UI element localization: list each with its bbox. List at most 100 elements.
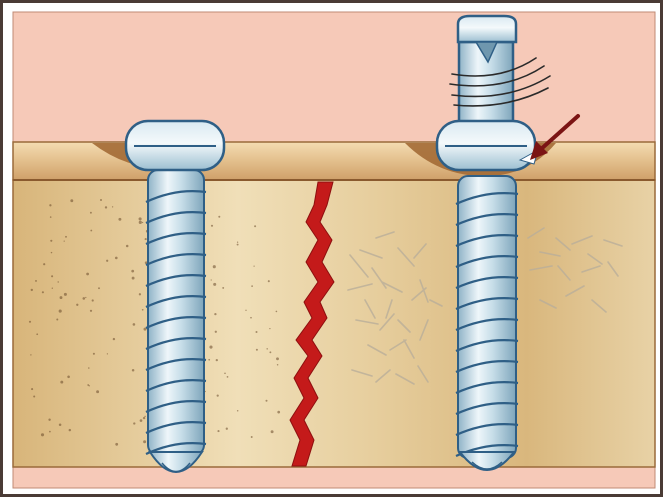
bone-speckle — [139, 217, 142, 220]
bone-speckle — [269, 328, 270, 329]
bone-speckle — [143, 417, 145, 419]
bone-speckle — [64, 241, 65, 242]
bone-speckle — [237, 410, 239, 412]
bone-speckle — [31, 289, 33, 291]
bone-speckle — [126, 245, 129, 248]
bone-speckle — [49, 431, 51, 433]
bone-speckle — [251, 285, 253, 287]
bone-speckle — [139, 293, 141, 295]
bone-speckle — [276, 311, 278, 313]
bone-speckle — [43, 263, 45, 265]
bone-speckle — [142, 222, 143, 223]
bone-speckle — [36, 333, 38, 335]
bone-speckle — [76, 304, 78, 306]
bone-speckle — [271, 430, 274, 433]
bone-speckle — [96, 390, 99, 393]
bone-speckle — [254, 225, 256, 227]
bone-speckle — [33, 395, 35, 397]
bone-speckle — [277, 411, 280, 414]
bone-speckle — [245, 310, 246, 311]
bone-speckle — [92, 299, 94, 301]
bone-speckle — [51, 275, 53, 277]
bone-speckle — [237, 244, 239, 246]
bone-speckle — [222, 287, 224, 289]
bone-speckle — [49, 204, 51, 206]
bone-speckle — [265, 400, 267, 402]
bone-speckle — [211, 279, 212, 280]
bone-speckle — [215, 331, 217, 333]
bone-speckle — [145, 238, 147, 240]
bone-speckle — [93, 353, 95, 355]
bone-speckle — [85, 297, 86, 298]
bone-speckle — [86, 273, 89, 276]
bone-speckle — [83, 297, 86, 300]
bone-speckle — [211, 225, 213, 227]
bone-speckle — [41, 433, 44, 436]
bone-speckle — [52, 288, 53, 289]
bone-speckle — [255, 331, 257, 333]
bone-speckle — [48, 419, 50, 421]
bone-speckle — [98, 287, 100, 289]
bone-speckle — [277, 364, 279, 366]
bone-speckle — [253, 265, 254, 266]
bone-speckle — [132, 277, 135, 280]
bone-speckle — [115, 443, 118, 446]
bone-speckle — [65, 236, 67, 238]
bone-speckle — [140, 419, 143, 422]
bone-speckle — [60, 381, 63, 384]
bone-speckle — [60, 296, 63, 299]
bone-speckle — [218, 216, 220, 218]
bone-speckle — [56, 318, 58, 320]
bone-speckle — [256, 349, 258, 351]
bone-speckle — [87, 384, 89, 386]
bone-speckle — [266, 348, 267, 349]
bone-speckle — [118, 218, 121, 221]
bone-speckle — [31, 388, 33, 390]
bone-speckle — [59, 310, 62, 313]
bone-speckle — [58, 281, 59, 282]
bone-speckle — [143, 440, 146, 443]
bone-speckle — [115, 257, 118, 260]
bone-speckle — [224, 373, 226, 375]
bone-speckle — [139, 221, 142, 224]
bone-speckle — [105, 206, 107, 208]
bone-speckle — [100, 199, 102, 201]
bone-speckle — [90, 212, 92, 214]
bone-speckle — [29, 321, 31, 323]
right-screw-shank — [458, 176, 516, 458]
bone-speckle — [64, 293, 67, 296]
bone-speckle — [50, 240, 52, 242]
bone-speckle — [237, 242, 238, 243]
bone-speckle — [50, 216, 52, 218]
bone-speckle — [276, 357, 279, 360]
bone-speckle — [112, 206, 113, 207]
bone-speckle — [59, 423, 62, 426]
bone-speckle — [133, 323, 136, 326]
bone-speckle — [217, 430, 219, 432]
bone-speckle — [250, 317, 252, 319]
bone-speckle — [30, 354, 31, 355]
bone-speckle — [226, 428, 228, 430]
bone-speckle — [209, 346, 212, 349]
bone-speckle — [70, 199, 73, 202]
bone-speckle — [113, 338, 115, 340]
bone-speckle — [35, 280, 37, 282]
bone-speckle — [131, 270, 134, 273]
bone-speckle — [227, 376, 229, 378]
bone-speckle — [268, 280, 270, 282]
cancellous-layer — [13, 180, 655, 467]
bone-speckle — [269, 351, 271, 353]
bone-speckle — [214, 313, 216, 315]
bone-speckle — [132, 369, 135, 372]
bone-speckle — [69, 429, 71, 431]
bone-speckle — [251, 436, 253, 438]
bone-speckle — [216, 359, 218, 361]
bone-speckle — [51, 252, 52, 253]
bone-speckle — [67, 376, 70, 379]
bone-speckle — [90, 230, 92, 232]
bone-speckle — [217, 395, 219, 397]
driver-shaft — [458, 16, 516, 130]
bone-speckle — [142, 309, 144, 311]
